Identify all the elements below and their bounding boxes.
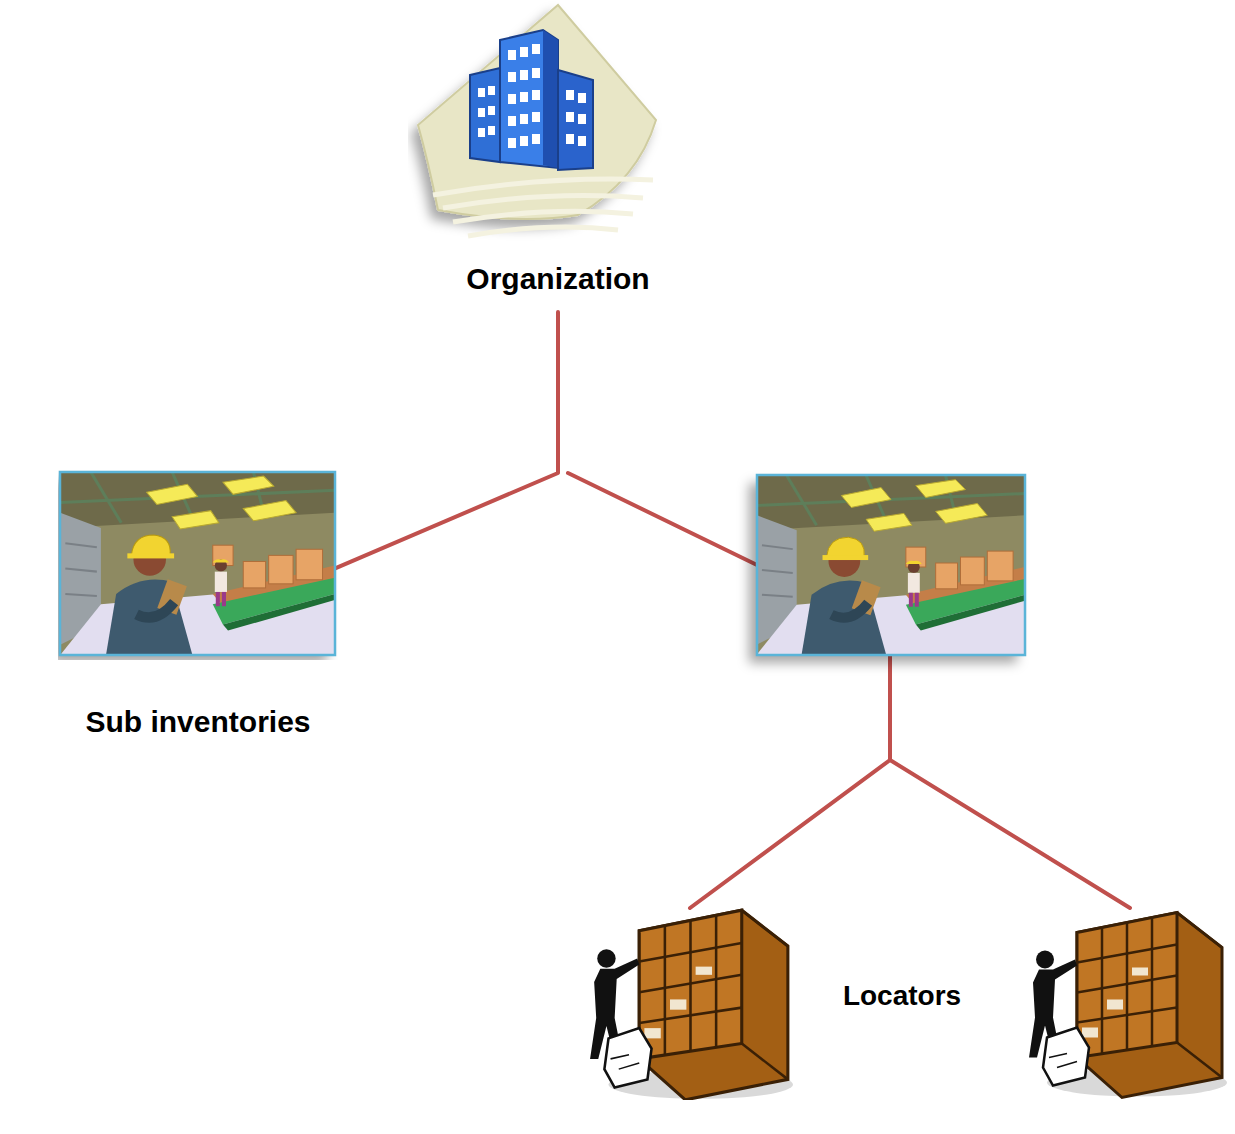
branch-lines	[568, 473, 1130, 908]
subinventory-picture	[58, 470, 338, 660]
subinventory-picture	[757, 475, 1025, 655]
organization-icon	[408, 0, 708, 260]
locator-shelf	[590, 910, 793, 1100]
locator-shelf	[1029, 913, 1227, 1098]
node-label: Organization	[408, 262, 708, 296]
organization-node: Organization	[408, 0, 708, 312]
tree-connector	[334, 312, 558, 569]
subinventory-node: Sub inventories	[58, 470, 338, 750]
node-label: Sub inventories	[58, 705, 338, 739]
locators-label: Locators	[843, 980, 961, 1012]
